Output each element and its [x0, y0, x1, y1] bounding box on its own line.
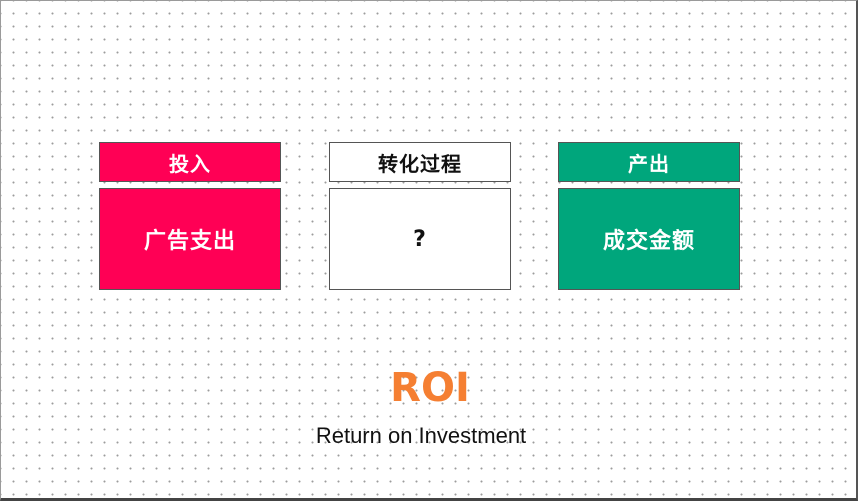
- process-header-label: 转化过程: [378, 151, 462, 176]
- process-box-label: ?: [413, 226, 427, 252]
- output-header: 产出: [558, 142, 740, 182]
- roi-subtitle: Return on Investment: [315, 423, 527, 448]
- input-box: 广告支出: [99, 188, 281, 290]
- input-box-label: 广告支出: [143, 229, 236, 254]
- process-header: 转化过程: [329, 142, 511, 182]
- output-header-label: 产出: [628, 151, 670, 176]
- output-box-label: 成交金额: [602, 229, 695, 254]
- process-box: ?: [329, 188, 511, 290]
- input-header-label: 投入: [169, 151, 211, 176]
- output-box: 成交金额: [558, 188, 740, 290]
- input-header: 投入: [99, 142, 281, 182]
- roi-title: ROI: [390, 365, 470, 411]
